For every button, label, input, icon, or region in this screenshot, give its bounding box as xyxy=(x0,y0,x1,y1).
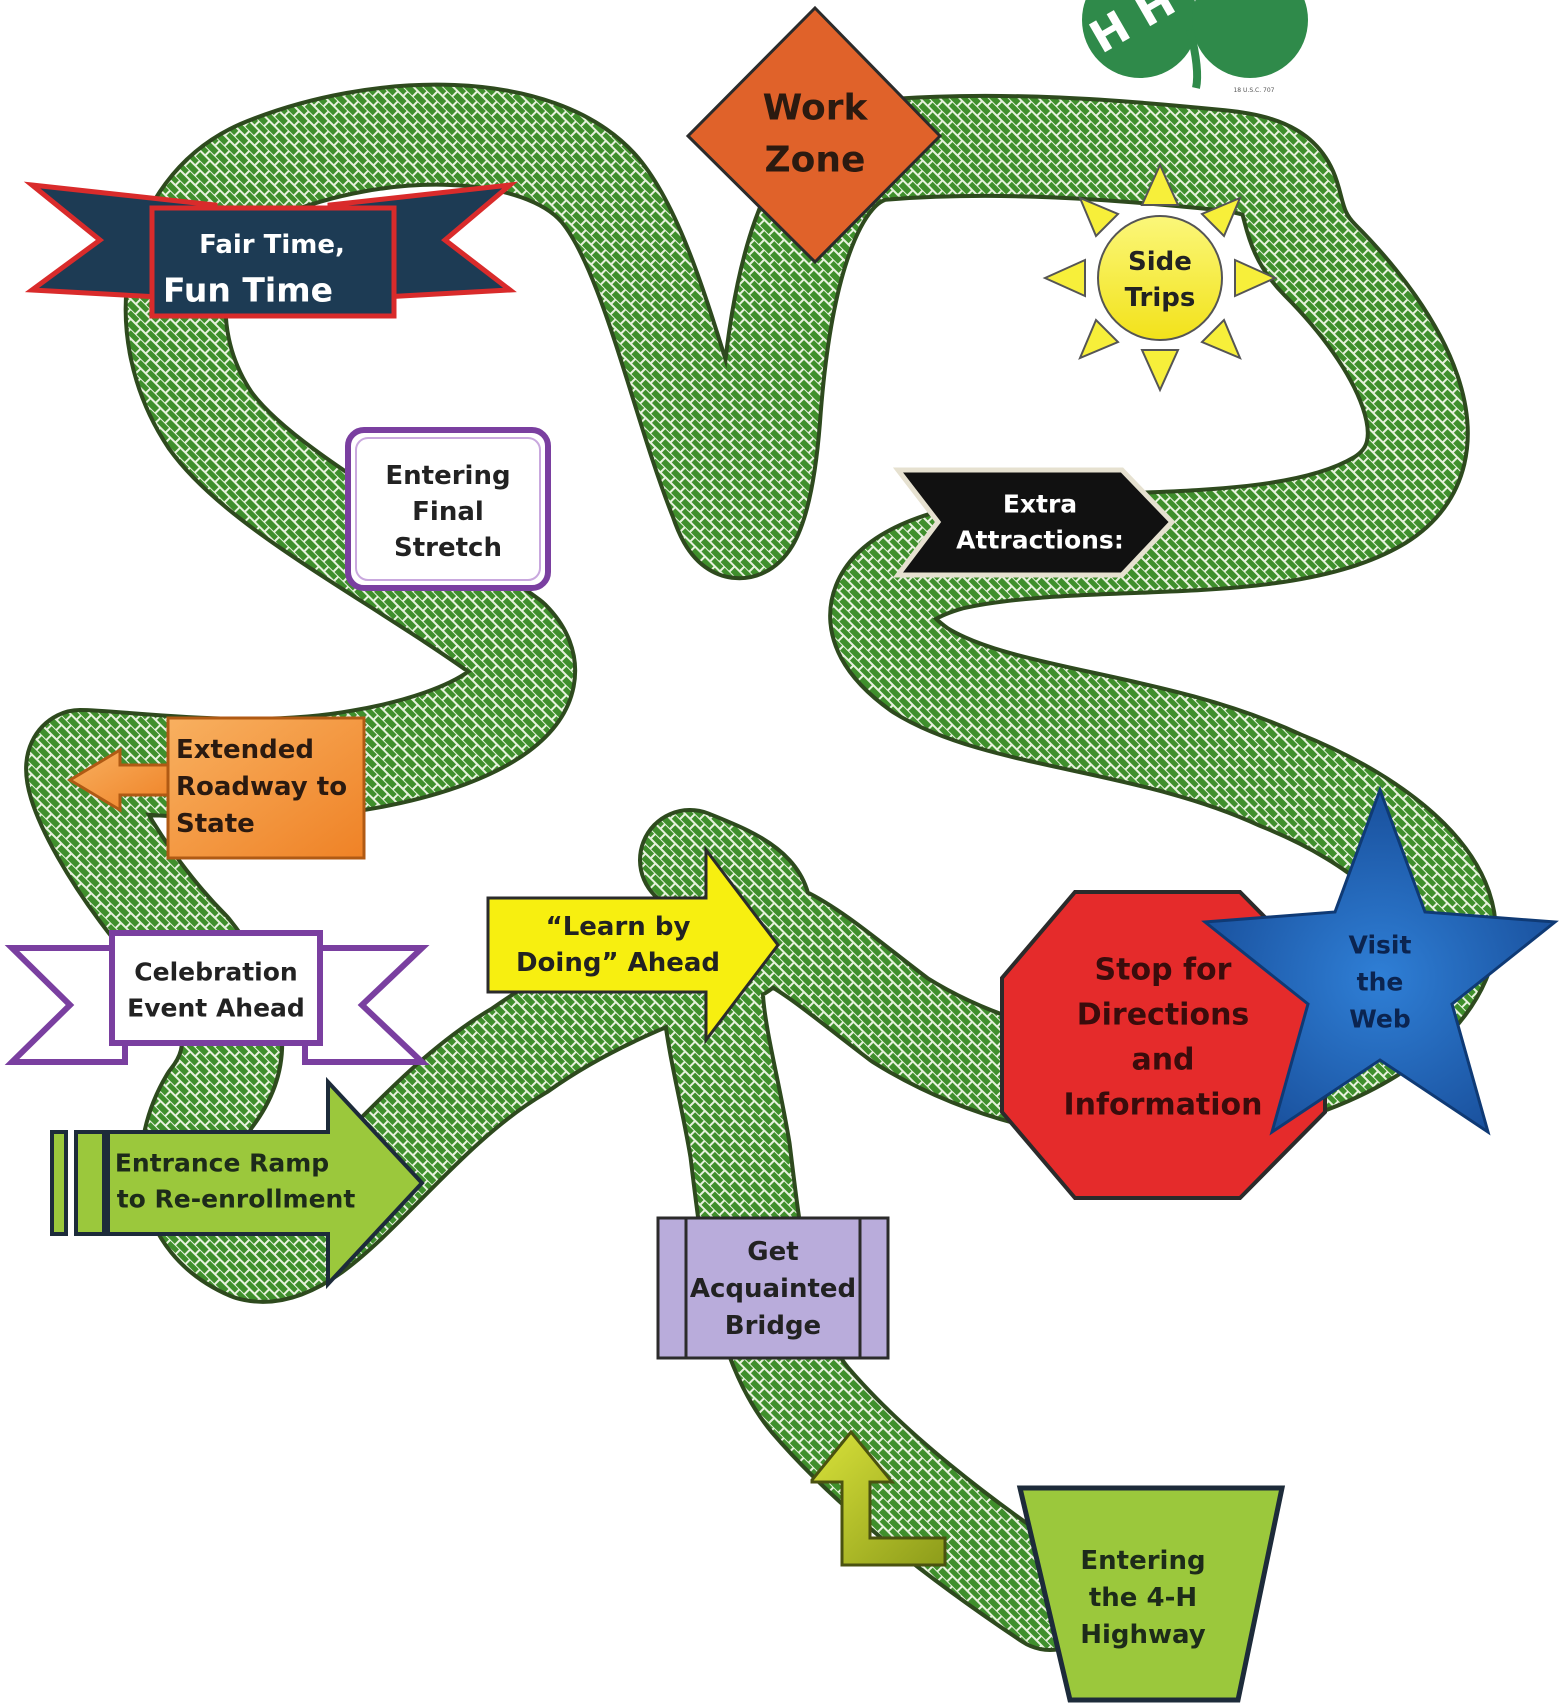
celebration-line-1: Celebration xyxy=(134,958,297,987)
work-zone-line-1: Work xyxy=(763,88,869,129)
stop-sign-line-4: Information xyxy=(1063,1088,1262,1123)
visit-web-line-2: the xyxy=(1357,968,1404,997)
celebration-line-2: Event Ahead xyxy=(127,994,305,1023)
side-trips-line-1: Side xyxy=(1128,247,1192,277)
learn-by-doing-line-1: “Learn by xyxy=(546,912,691,942)
highway-line-2: the 4-H xyxy=(1089,1583,1197,1613)
logo-fine-print: 18 U.S.C. 707 xyxy=(1233,87,1274,94)
final-stretch-sign: Entering Final Stretch xyxy=(345,427,551,591)
celebration-banner: Celebration Event Ahead xyxy=(4,930,430,1065)
extra-attractions-line-2: Attractions: xyxy=(956,526,1124,555)
road-path xyxy=(24,82,1498,1652)
extended-roadway-line-1: Extended xyxy=(176,735,314,765)
entrance-ramp-line-1: Entrance Ramp xyxy=(115,1149,329,1178)
extended-roadway-line-2: Roadway to xyxy=(176,772,347,802)
final-stretch-line-1: Entering xyxy=(385,461,510,491)
bridge-line-3: Bridge xyxy=(725,1311,821,1341)
work-zone-line-2: Zone xyxy=(765,140,866,181)
extra-attractions-line-1: Extra xyxy=(1003,490,1077,519)
side-trips-line-2: Trips xyxy=(1125,283,1196,313)
highway-sign: Entering the 4-H Highway xyxy=(1016,1485,1286,1703)
stop-sign-line-3: and xyxy=(1131,1043,1194,1078)
highway-line-3: Highway xyxy=(1080,1620,1206,1650)
fair-time-line-1: Fair Time, xyxy=(199,230,345,260)
entrance-ramp-arrow: Entrance Ramp to Re-enrollment xyxy=(50,1076,425,1290)
entrance-ramp-line-2: to Re-enrollment xyxy=(117,1185,356,1214)
extended-roadway-sign: Extended Roadway to State xyxy=(67,716,366,860)
visit-web-line-1: Visit xyxy=(1349,931,1412,960)
learn-by-doing-arrow: “Learn by Doing” Ahead xyxy=(486,845,780,1045)
bridge-line-2: Acquainted xyxy=(690,1274,856,1304)
acquainted-bridge-sign: Get Acquainted Bridge xyxy=(656,1216,890,1360)
stop-sign-line-2: Directions xyxy=(1077,998,1250,1033)
visit-web-star: Visit the Web xyxy=(1201,785,1559,1136)
work-zone-sign: Work Zone xyxy=(685,5,943,265)
fair-time-banner: Fair Time, Fun Time xyxy=(23,181,518,319)
stop-sign-line-1: Stop for xyxy=(1095,953,1232,988)
four-h-logo: H H 18 U.S.C. 707 xyxy=(1081,0,1308,94)
stop-sign: Stop for Directions and Information xyxy=(1000,890,1327,1200)
visit-web-line-3: Web xyxy=(1349,1005,1411,1034)
learn-by-doing-line-2: Doing” Ahead xyxy=(516,948,720,978)
fair-time-line-2: Fun Time xyxy=(163,271,333,310)
extended-roadway-line-3: State xyxy=(176,809,255,839)
turn-arrow-icon xyxy=(810,1429,947,1567)
side-trips-sun: Side Trips xyxy=(1042,162,1278,393)
bridge-line-1: Get xyxy=(747,1237,798,1267)
extra-attractions-sign: Extra Attractions: xyxy=(892,467,1176,578)
road-surface xyxy=(28,86,1494,1648)
highway-line-1: Entering xyxy=(1080,1546,1205,1576)
final-stretch-line-2: Final xyxy=(412,497,484,527)
final-stretch-line-3: Stretch xyxy=(394,533,502,563)
